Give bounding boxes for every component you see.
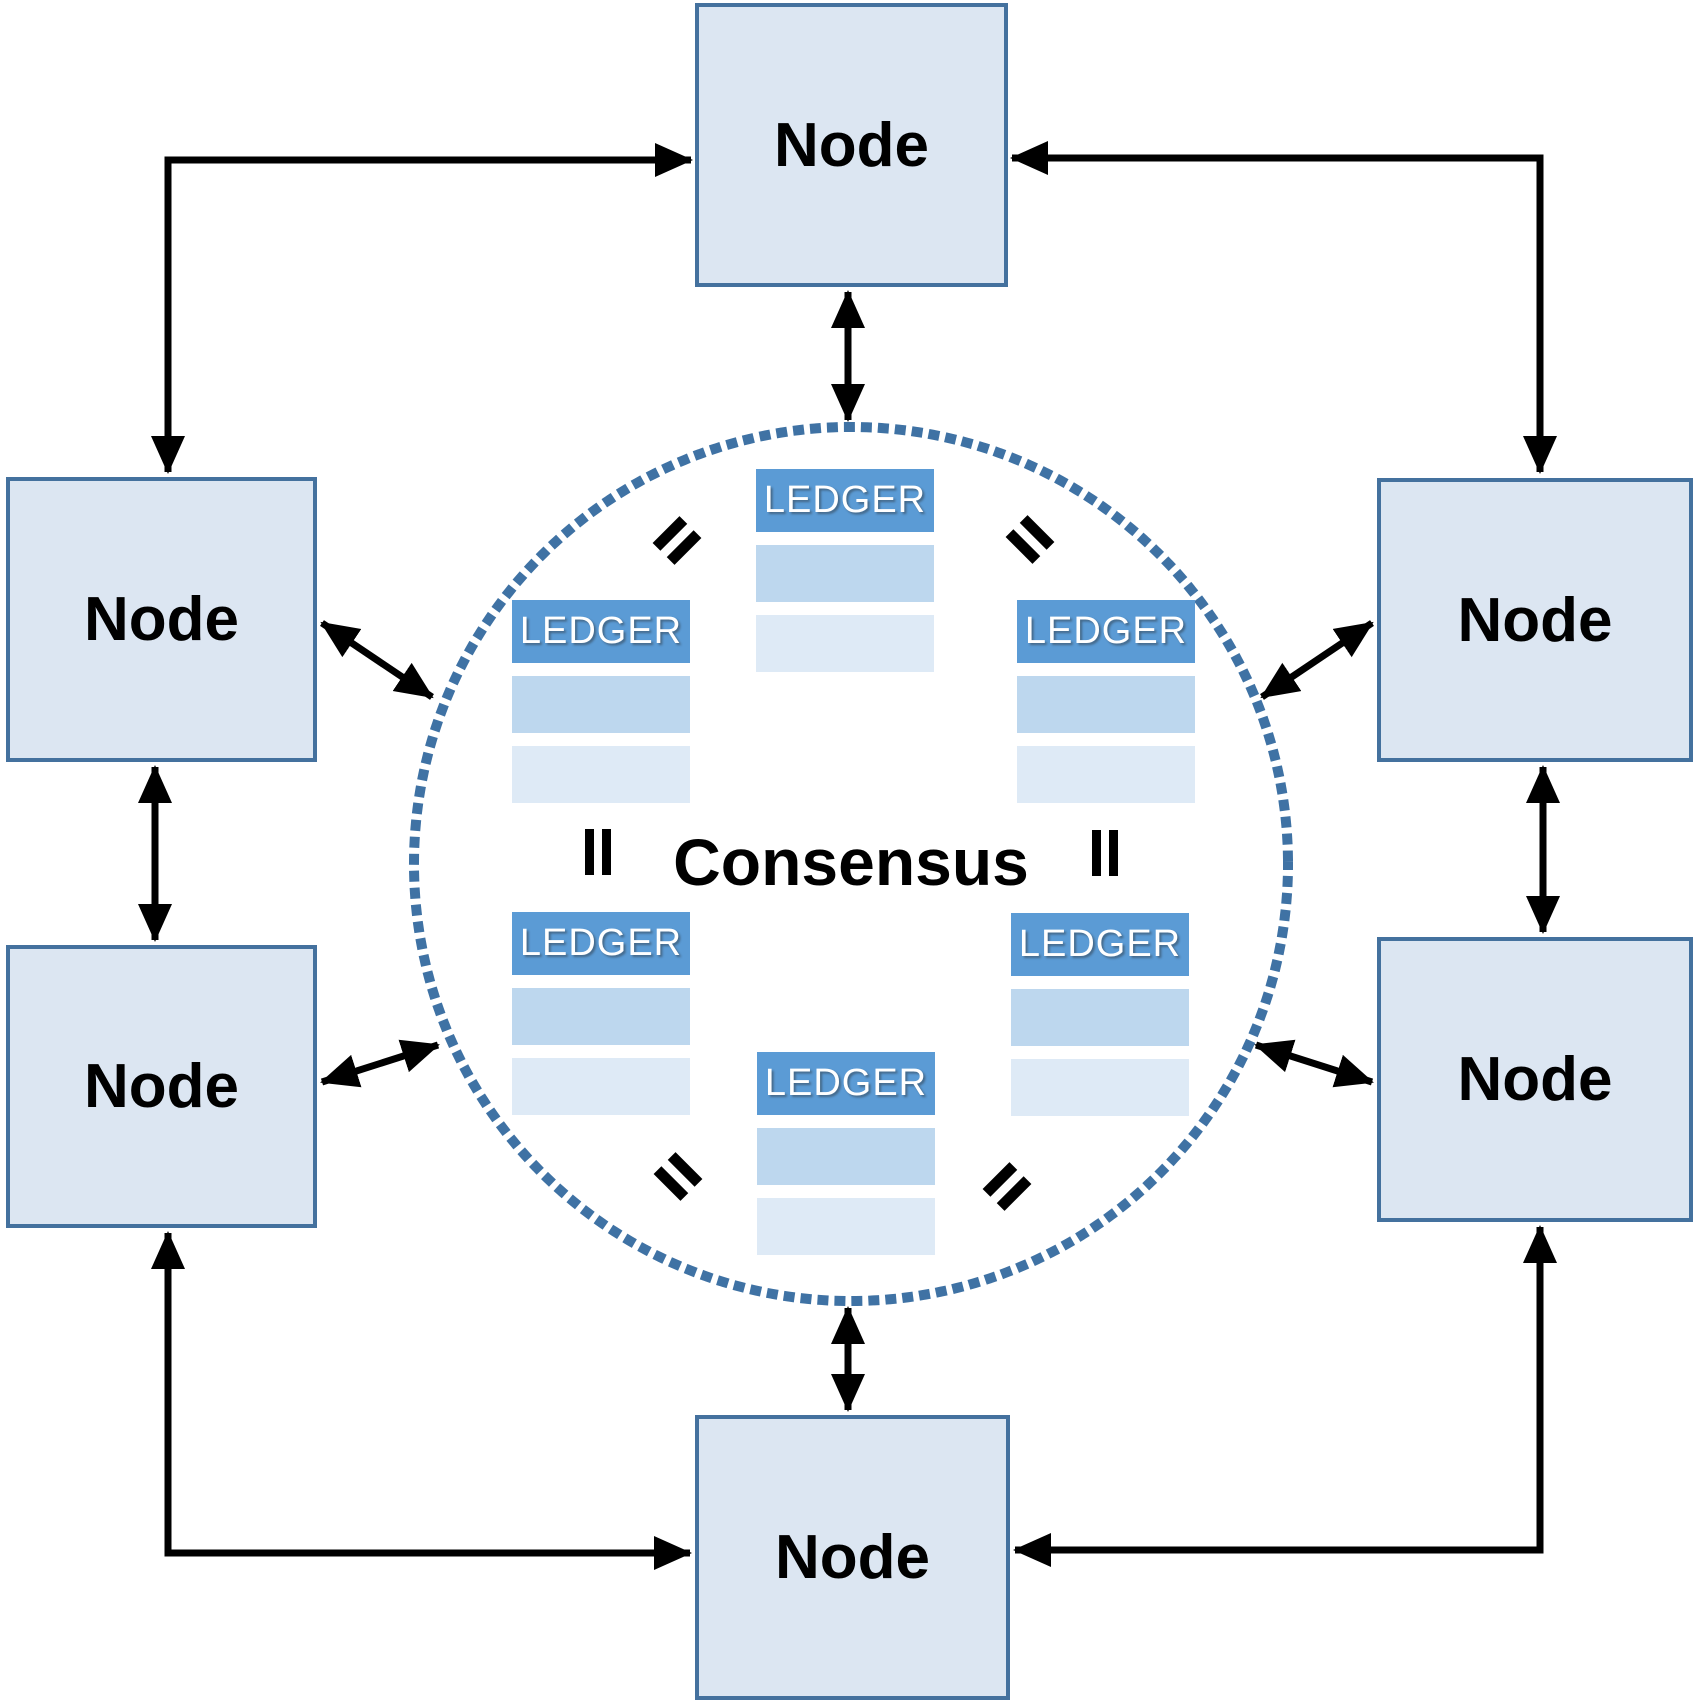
ledger-header: LEDGER <box>756 469 934 532</box>
ledger-row <box>1011 989 1189 1046</box>
ledger-row <box>1011 1059 1189 1116</box>
ledger-table-top-center: LEDGER <box>756 469 934 672</box>
ledger-table-lower-right: LEDGER <box>1011 913 1189 1116</box>
node-box-top: Node <box>695 3 1008 287</box>
node-box-lower-right: Node <box>1377 937 1693 1222</box>
arrow-upper-right-diagonal <box>1260 620 1374 700</box>
connector-top-left-elbow <box>151 143 693 474</box>
node-box-upper-right: Node <box>1377 478 1693 762</box>
consensus-dotted-circle <box>409 422 1293 1306</box>
node-label: Node <box>1457 1045 1613 1114</box>
ledger-row <box>512 1058 690 1115</box>
ledger-row <box>756 545 934 602</box>
ledger-table-upper-left: LEDGER <box>512 600 690 803</box>
connector-bottom-left-elbow <box>151 1231 692 1570</box>
node-label: Node <box>1457 585 1613 655</box>
arrow-lower-left-diagonal <box>320 1039 440 1088</box>
ledger-header: LEDGER <box>512 600 690 663</box>
arrow-upper-left-diagonal <box>320 620 434 700</box>
ledger-table-upper-right: LEDGER <box>1017 600 1195 803</box>
connector-bottom-right-elbow <box>1013 1225 1557 1567</box>
consensus-label: Consensus <box>673 825 1029 899</box>
ledger-header: LEDGER <box>757 1052 935 1115</box>
connector-top-right-elbow <box>1010 141 1557 474</box>
node-label: Node <box>775 1523 930 1592</box>
node-label: Node <box>84 1052 239 1121</box>
node-box-upper-left: Node <box>6 477 317 762</box>
node-box-lower-left: Node <box>6 945 317 1228</box>
ledger-row <box>757 1198 935 1255</box>
ledger-row <box>512 988 690 1045</box>
ledger-table-bottom-center: LEDGER <box>757 1052 935 1255</box>
ledger-row <box>1017 746 1195 803</box>
node-box-bottom: Node <box>695 1415 1010 1700</box>
ledger-row <box>757 1128 935 1185</box>
ledger-row <box>512 676 690 733</box>
ledger-header: LEDGER <box>1017 600 1195 663</box>
ledger-row <box>512 746 690 803</box>
arrow-lower-right-diagonal <box>1254 1039 1374 1088</box>
ledger-row <box>1017 676 1195 733</box>
node-label: Node <box>774 110 929 180</box>
ledger-table-lower-left: LEDGER <box>512 912 690 1115</box>
ledger-header: LEDGER <box>1011 913 1189 976</box>
node-label: Node <box>84 585 239 654</box>
ledger-row <box>756 615 934 672</box>
ledger-header: LEDGER <box>512 912 690 975</box>
